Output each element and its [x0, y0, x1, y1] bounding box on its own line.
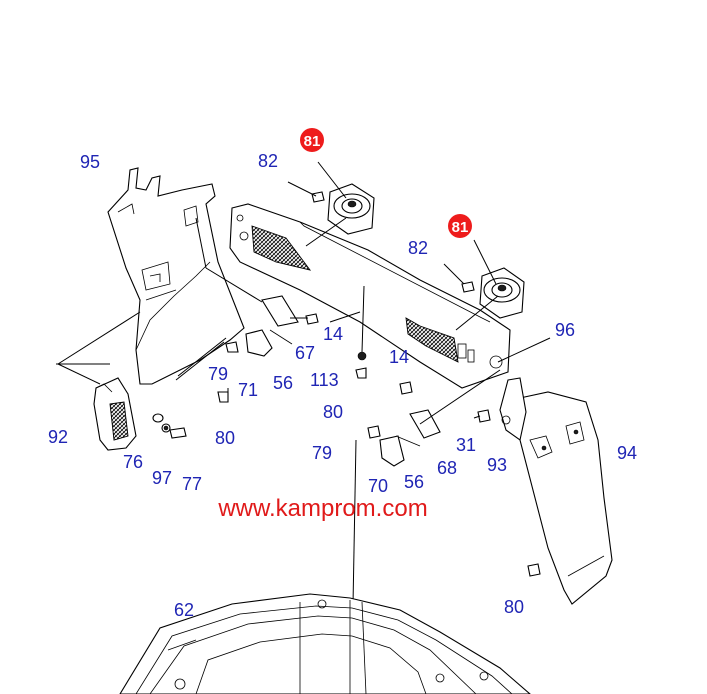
part-label: 80 — [504, 597, 524, 617]
part-label: 56 — [273, 373, 293, 393]
part-label: 82 — [258, 151, 278, 171]
part-label: 93 — [487, 455, 507, 475]
part-label: 62 — [174, 600, 194, 620]
part-label: 56 — [404, 472, 424, 492]
speaker-upper — [327, 183, 375, 235]
rear-speaker-panel — [229, 203, 511, 389]
part-label: 79 — [312, 443, 332, 463]
part-label: 95 — [80, 152, 100, 172]
highlight-badge-81-upper: 81 — [300, 128, 324, 152]
part-label: 80 — [323, 402, 343, 422]
part-label: 14 — [323, 324, 343, 344]
part-label: 14 — [389, 347, 409, 367]
part-label: 76 — [123, 452, 143, 472]
part-label: 80 — [215, 428, 235, 448]
right-pillar-trim — [519, 391, 613, 605]
highlight-label-81-lower: 81 — [452, 219, 469, 236]
highlight-label-81-upper: 81 — [304, 133, 321, 150]
part-label: 94 — [617, 443, 637, 463]
corner-bracket — [499, 377, 527, 441]
part-labels: 95 82 82 96 14 67 14 79 71 56 113 80 92 … — [48, 151, 637, 620]
part-label: 31 — [456, 435, 476, 455]
part-label: 67 — [295, 343, 315, 363]
roof-assembly — [119, 593, 531, 694]
grab-handle — [93, 377, 137, 451]
part-label: 82 — [408, 238, 428, 258]
speaker-lower — [479, 267, 525, 319]
part-label: 96 — [555, 320, 575, 340]
part-label: 77 — [182, 474, 202, 494]
part-label: 68 — [437, 458, 457, 478]
part-label: 79 — [208, 364, 228, 384]
left-pillar-trim — [107, 167, 245, 385]
part-label: 97 — [152, 468, 172, 488]
part-label: 71 — [238, 380, 258, 400]
part-label: 113 — [310, 370, 339, 390]
highlight-badge-81-lower: 81 — [448, 214, 472, 238]
part-label: 92 — [48, 427, 68, 447]
watermark-url: www.kamprom.com — [217, 495, 427, 522]
part-label: 70 — [368, 476, 388, 496]
